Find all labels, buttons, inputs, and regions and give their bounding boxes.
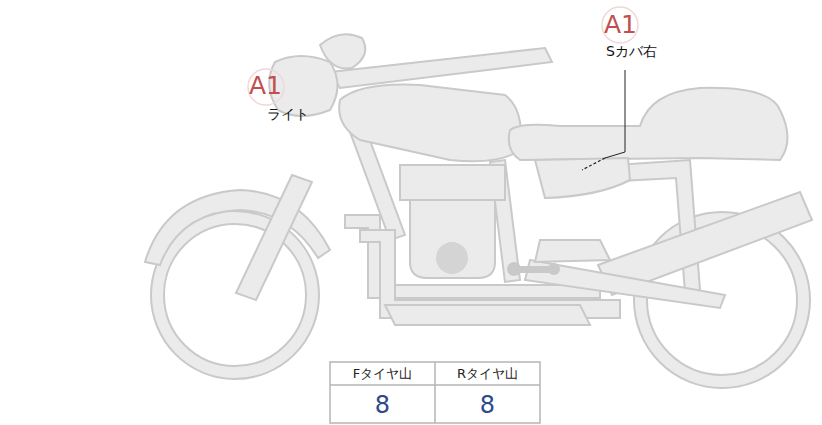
- callout-number: A1: [249, 73, 282, 98]
- part-name: ライト: [267, 107, 309, 121]
- part-name: Sカバ右: [606, 44, 657, 58]
- callout-number: A1: [604, 12, 637, 37]
- table-value: 8: [330, 393, 435, 417]
- table-header: Fタイヤ山: [330, 367, 435, 380]
- table-value: 8: [435, 393, 540, 417]
- table-header: Rタイヤ山: [435, 367, 540, 380]
